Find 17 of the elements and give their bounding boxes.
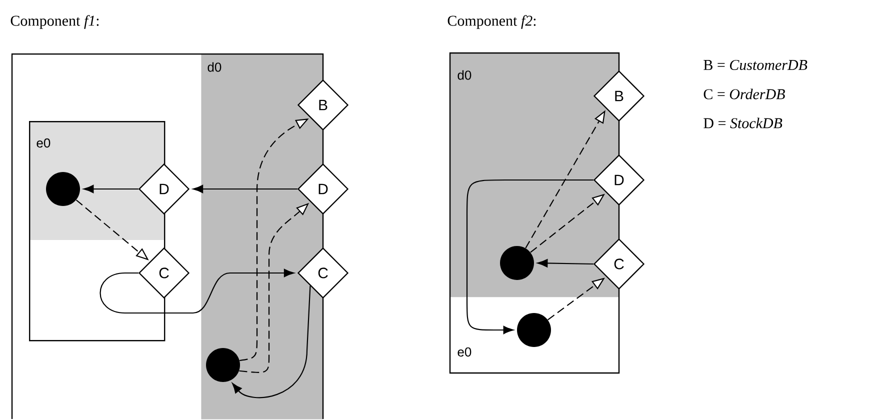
arrow [537, 259, 594, 268]
filled-circle [46, 172, 80, 206]
key-text: B = CustomerDB [704, 60, 808, 70]
arrow [192, 184, 298, 194]
arrow [100, 268, 294, 314]
filled-circle [517, 313, 551, 347]
node-label: d0 [458, 70, 472, 80]
arrow [232, 286, 311, 398]
node-label: Component f2: [448, 15, 536, 29]
shaded-region: e0 [450, 297, 620, 374]
filled-circle [500, 246, 534, 280]
arrow [466, 179, 594, 334]
key-text: D = StockDB [704, 118, 782, 128]
key-text: C = OrderDB [704, 88, 785, 100]
arrow [83, 184, 138, 194]
filled-circle [206, 348, 240, 382]
node-label: e0 [458, 347, 472, 357]
